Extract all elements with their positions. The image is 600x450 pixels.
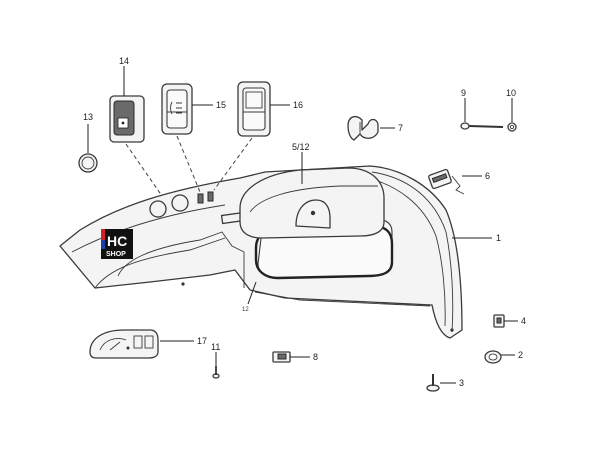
- callout-12: 12: [242, 307, 249, 313]
- callout-11: 11: [211, 342, 220, 352]
- callout-13: 13: [83, 112, 93, 122]
- plug-13: [78, 153, 98, 173]
- callout-10: 10: [506, 88, 516, 98]
- callout-15: 15: [216, 100, 226, 110]
- callout-6: 6: [485, 171, 490, 181]
- grommet-2: [484, 350, 502, 364]
- callout-8: 8: [313, 352, 318, 362]
- hc-shop-logo: HC SHOP: [101, 229, 133, 259]
- callout-7: 7: [398, 123, 403, 133]
- callout-4: 4: [521, 316, 526, 326]
- screw-9: [460, 122, 504, 130]
- callout-3: 3: [459, 378, 464, 388]
- instrument-cluster-17: [89, 329, 159, 359]
- switch-14: [109, 95, 145, 143]
- clip-4: [493, 314, 505, 328]
- callout-5-12: 5/12: [292, 142, 310, 152]
- lock-6: [428, 168, 465, 195]
- gauge-hole-left-icon: [149, 200, 167, 218]
- gauge-hole-right-icon: [171, 194, 189, 212]
- storage-lid: [239, 167, 385, 239]
- callout-1: 1: [496, 233, 501, 243]
- leader-lines: [87, 66, 518, 384]
- callout-2: 2: [518, 350, 523, 360]
- callout-9: 9: [461, 88, 466, 98]
- pin-3: [426, 374, 440, 392]
- switch-16: [237, 81, 271, 137]
- clip-8: [272, 351, 291, 363]
- callout-14: 14: [119, 56, 129, 66]
- screw-11: [212, 366, 220, 379]
- logo-hc-text: HC: [107, 233, 127, 249]
- washer-10: [507, 122, 517, 132]
- logo-shop-text: SHOP: [106, 251, 126, 258]
- callout-17: 17: [197, 336, 207, 346]
- callout-labels: 14 15 16 13 5/12 7 9 10 6 1 4 2 3 8 11 1…: [83, 56, 526, 388]
- switch-15: [161, 83, 193, 135]
- clip-7: [347, 115, 379, 141]
- callout-16: 16: [293, 100, 303, 110]
